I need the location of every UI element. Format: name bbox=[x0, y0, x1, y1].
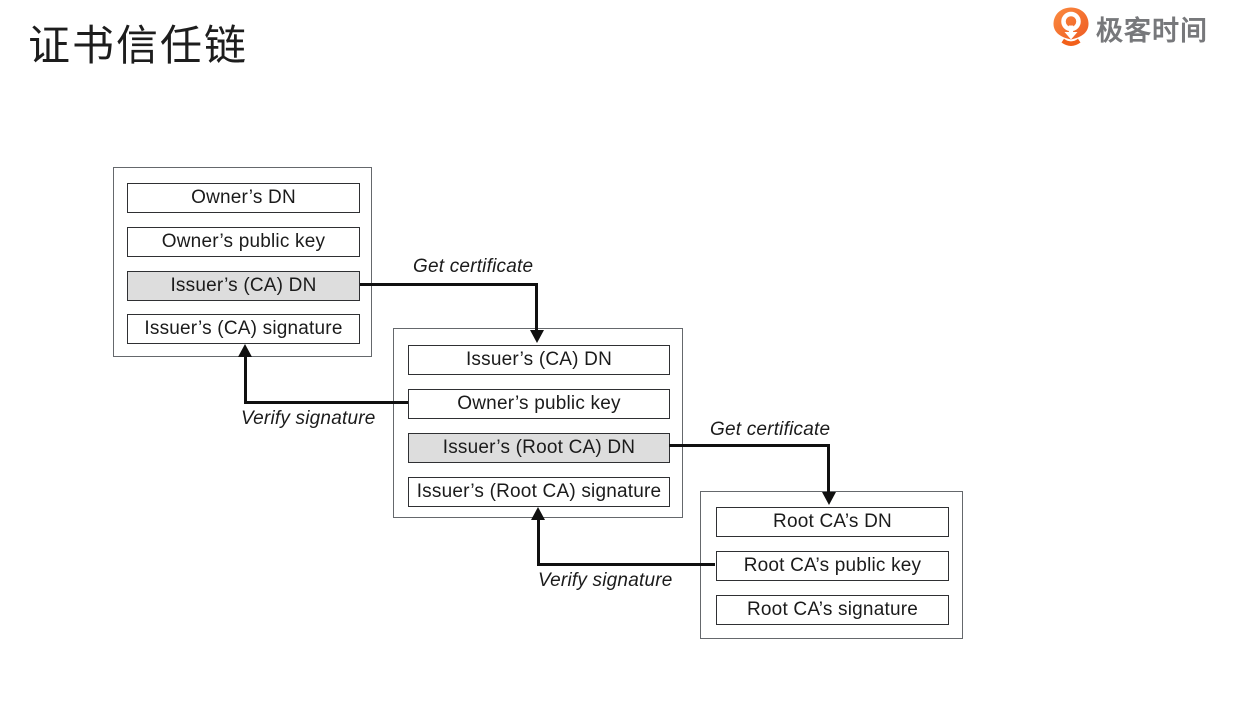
arrow-verify-signature-1-vline bbox=[244, 356, 247, 404]
arrow-verify-signature-1-hline bbox=[244, 401, 408, 404]
field-root-cas-dn: Root CA’s DN bbox=[716, 507, 949, 537]
arrow-label-get-certificate-2: Get certificate bbox=[710, 419, 831, 440]
arrowhead-down-icon bbox=[530, 330, 544, 343]
arrowhead-up-icon bbox=[238, 344, 252, 357]
brand-name: 极客时间 bbox=[1096, 15, 1208, 46]
field-root-cas-signature: Root CA’s signature bbox=[716, 595, 949, 625]
field-owners-public-key: Owner’s public key bbox=[127, 227, 360, 257]
arrow-verify-signature-2-hline bbox=[537, 563, 715, 566]
arrow-get-certificate-2-hline bbox=[669, 444, 830, 447]
geektime-logo-icon bbox=[1053, 7, 1089, 46]
arrow-get-certificate-1-vline bbox=[535, 283, 538, 331]
field-issuers-ca-signature: Issuer’s (CA) signature bbox=[127, 314, 360, 344]
field-issuers-ca-dn: Issuer’s (CA) DN bbox=[127, 271, 360, 301]
certificate-box-owner: Owner’s DN Owner’s public key Issuer’s (… bbox=[113, 167, 372, 357]
arrow-label-get-certificate-1: Get certificate bbox=[413, 256, 534, 277]
certificate-box-intermediate-ca: Issuer’s (CA) DN Owner’s public key Issu… bbox=[393, 328, 683, 518]
field-issuers-ca-dn-2: Issuer’s (CA) DN bbox=[408, 345, 670, 375]
field-issuers-root-ca-signature: Issuer’s (Root CA) signature bbox=[408, 477, 670, 507]
brand-logo: 极客时间 bbox=[1053, 7, 1208, 49]
arrowhead-up-icon bbox=[531, 507, 545, 520]
field-owners-dn: Owner’s DN bbox=[127, 183, 360, 213]
arrow-verify-signature-2-vline bbox=[537, 519, 540, 566]
certificate-box-root-ca: Root CA’s DN Root CA’s public key Root C… bbox=[700, 491, 963, 639]
page-title: 证书信任链 bbox=[28, 22, 249, 69]
arrow-get-certificate-2-vline bbox=[827, 444, 830, 493]
field-issuers-root-ca-dn: Issuer’s (Root CA) DN bbox=[408, 433, 670, 463]
arrow-get-certificate-1-hline bbox=[360, 283, 538, 286]
arrow-label-verify-signature-2: Verify signature bbox=[538, 570, 673, 591]
field-root-cas-public-key: Root CA’s public key bbox=[716, 551, 949, 581]
arrow-label-verify-signature-1: Verify signature bbox=[241, 408, 376, 429]
field-owners-public-key-2: Owner’s public key bbox=[408, 389, 670, 419]
arrowhead-down-icon bbox=[822, 492, 836, 505]
